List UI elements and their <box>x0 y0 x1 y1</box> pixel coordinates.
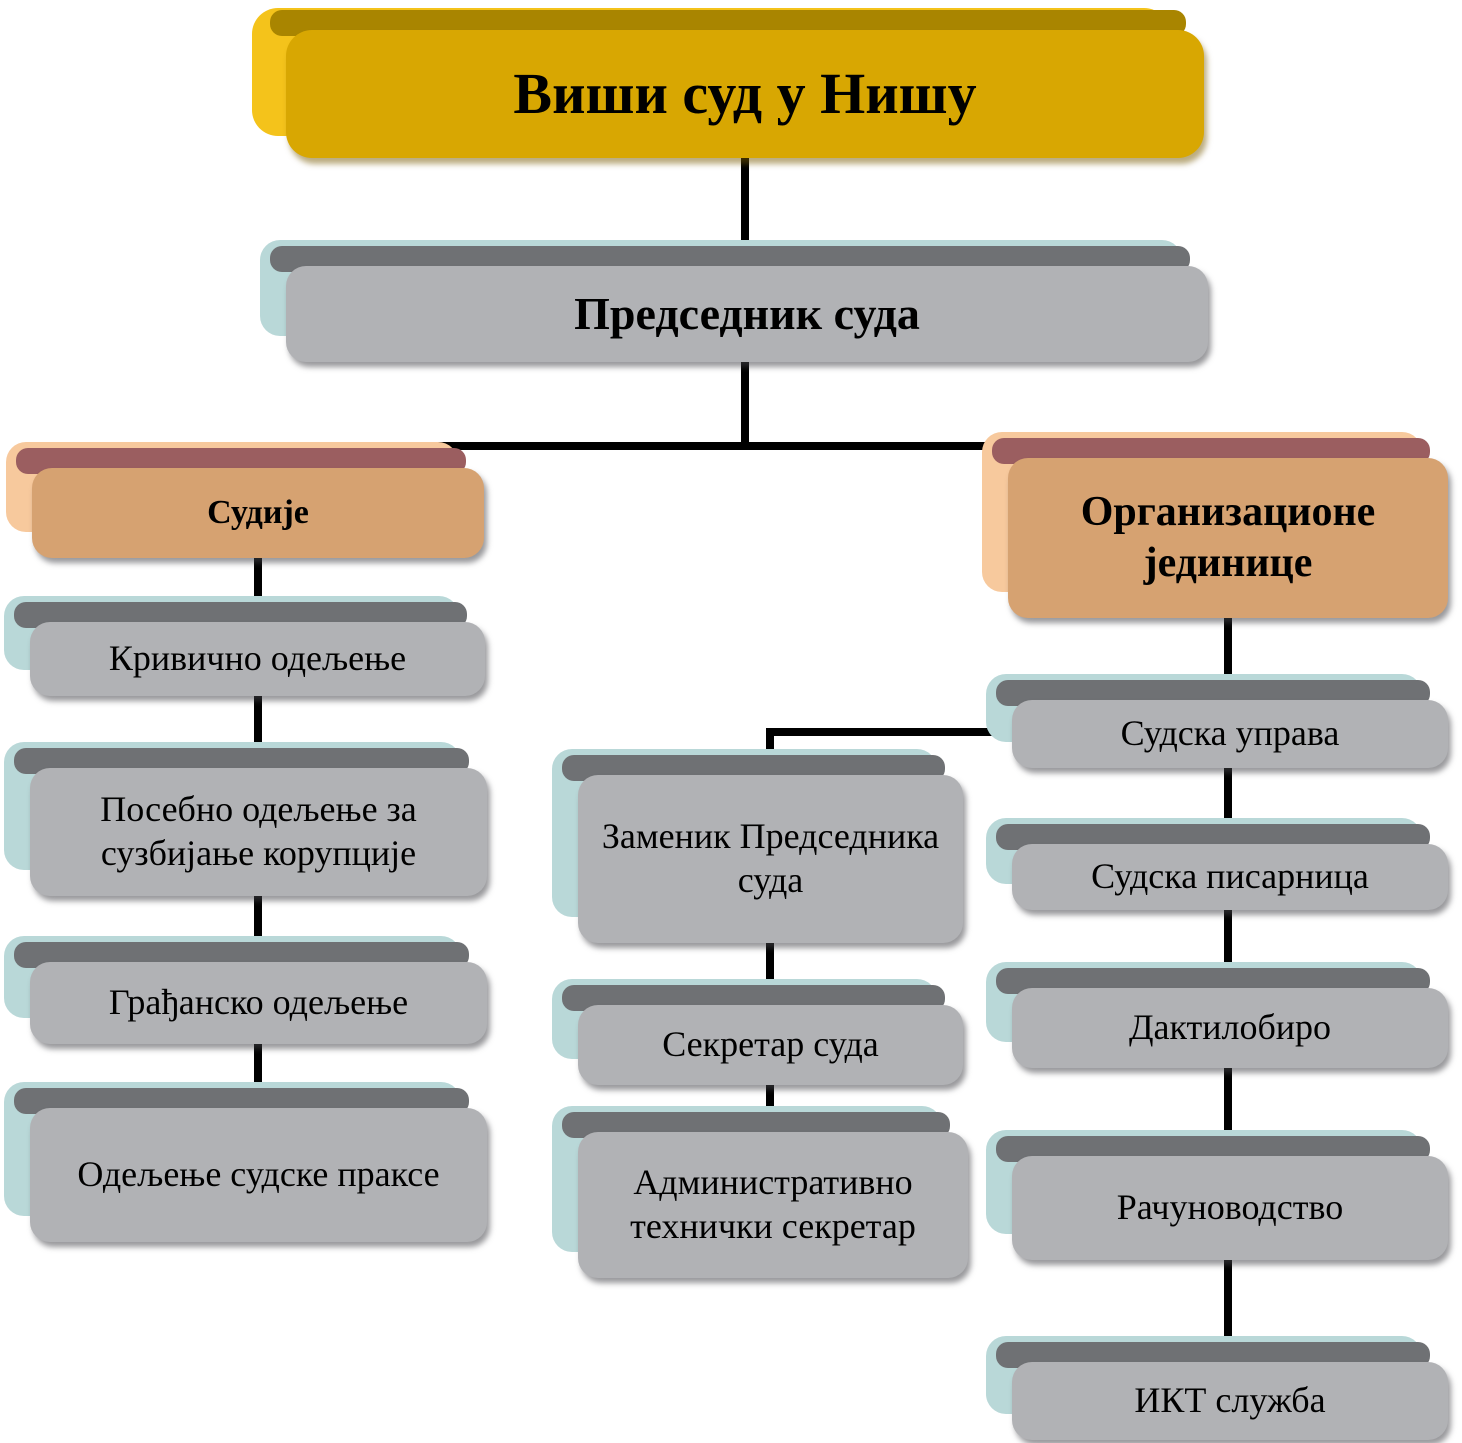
node-court-administration: Судска управа <box>996 680 1448 768</box>
connector-root-president <box>741 140 749 280</box>
node-anticorruption-department: Посебно одељење за сузбијање корупције <box>14 748 487 896</box>
node-label: Судска управа <box>1012 700 1448 768</box>
node-org-units: Организационе јединице <box>992 438 1448 618</box>
connector-civil-caselaw <box>254 1036 262 1118</box>
node-court-secretary: Секретар суда <box>562 985 963 1085</box>
node-label: Одељење судске праксе <box>30 1108 487 1242</box>
node-admin-technical-secretary: Административно технички секретар <box>562 1112 968 1278</box>
connector-main-horizontal <box>254 442 1016 450</box>
node-president-label: Председник суда <box>286 266 1208 362</box>
node-civil-department: Грађанско одељење <box>14 942 487 1044</box>
node-label: Секретар суда <box>578 1005 963 1085</box>
node-typing-bureau: Дактилобиро <box>996 968 1448 1068</box>
connector-deputy-horizontal <box>766 728 1018 736</box>
node-label: ИКТ служба <box>1012 1362 1448 1440</box>
node-label: Административно технички секретар <box>578 1132 968 1278</box>
connector-typing-accounting <box>1224 1060 1232 1164</box>
node-judges-label: Судије <box>32 468 484 558</box>
connector-president-down <box>741 350 749 450</box>
node-court-registry: Судска писарница <box>996 824 1448 910</box>
connector-judges-criminal <box>254 550 262 630</box>
connector-deputy-secretary <box>766 935 774 1013</box>
connector-criminal-anticorruption <box>254 688 262 778</box>
node-label: Судска писарница <box>1012 844 1448 910</box>
node-caselaw-department: Одељење судске праксе <box>14 1088 487 1242</box>
node-label: Заменик Председника суда <box>578 775 963 943</box>
node-accounting: Рачуноводство <box>996 1136 1448 1260</box>
node-root-label: Виши суд у Нишу <box>286 30 1204 158</box>
node-label: Посебно одељење за сузбијање корупције <box>30 768 487 896</box>
node-label: Кривично одељење <box>30 622 485 696</box>
node-criminal-department: Кривично одељење <box>14 602 485 696</box>
node-label: Дактилобиро <box>1012 988 1448 1068</box>
connector-administration-registry <box>1224 760 1232 852</box>
connector-orgunits-administration <box>1224 610 1232 710</box>
node-label: Грађанско одељење <box>30 962 487 1044</box>
node-ict-service: ИКТ служба <box>996 1342 1448 1440</box>
node-judges: Судије <box>16 448 484 558</box>
connector-accounting-ict <box>1224 1252 1232 1370</box>
connector-anticorruption-civil <box>254 888 262 973</box>
connector-registry-typing <box>1224 902 1232 996</box>
node-root: Виши суд у Нишу <box>270 10 1204 158</box>
node-president: Председник суда <box>270 246 1208 362</box>
node-label: Рачуноводство <box>1012 1156 1448 1260</box>
node-org-units-label: Организационе јединице <box>1008 458 1448 618</box>
node-deputy-president: Заменик Председника суда <box>562 755 963 943</box>
